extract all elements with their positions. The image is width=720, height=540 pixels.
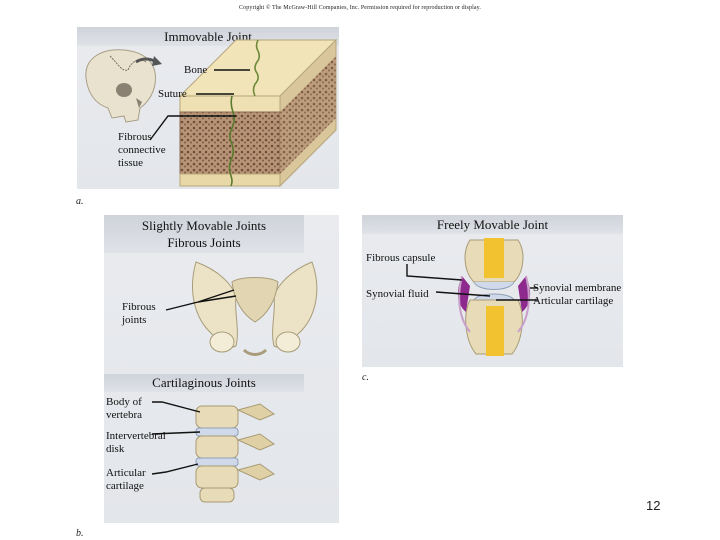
synovial-fluid-label: Synovial fluid — [366, 288, 429, 300]
panel-c-letter: c. — [362, 372, 369, 383]
vertebrae-illustration — [195, 403, 276, 503]
body-of-vertebra-leader — [152, 401, 201, 413]
suture-label: Suture — [158, 88, 187, 100]
articular-cartilage-label-b: Articular cartilage — [106, 467, 146, 492]
intervertebral-disk-leader — [151, 431, 201, 435]
fibrous-joints-leader — [165, 289, 237, 311]
fibrous-capsule-leader — [406, 264, 463, 281]
synovial-membrane-label: Synovial membrane — [533, 282, 622, 294]
fibrous-capsule-label: Fibrous capsule — [366, 252, 436, 264]
articular-cartilage-label-c: Articular cartilage — [533, 295, 614, 307]
magnify-arrowhead — [152, 56, 162, 66]
synovial-joint-illustration — [457, 238, 531, 356]
bone-label: Bone — [184, 64, 208, 76]
copyright-notice: Copyright © The McGraw-Hill Companies, I… — [239, 5, 481, 11]
bone-block — [178, 38, 338, 188]
slightly-movable-title: Slightly Movable Joints Fibrous Joints — [104, 215, 304, 253]
panel-b-letter: b. — [76, 528, 84, 539]
fibrous-tissue-label: Fibrous connective tissue — [118, 131, 166, 169]
skull-illustration — [85, 49, 156, 123]
freely-movable-title: Freely Movable Joint — [362, 215, 623, 234]
pelvis-illustration — [192, 261, 318, 356]
intervertebral-disk-label: Intervertebral disk — [106, 430, 166, 455]
synovial-fluid-leader — [435, 291, 491, 297]
cartilaginous-joints-title: Cartilaginous Joints — [104, 374, 304, 392]
fibrous-tissue-leader — [149, 115, 236, 141]
panel-a-letter: a. — [76, 196, 84, 207]
page-number: 12 — [646, 498, 661, 513]
body-of-vertebra-label: Body of vertebra — [106, 396, 143, 421]
articular-cartilage-leader-b — [151, 463, 199, 475]
fibrous-joints-label: Fibrous joints — [122, 301, 156, 326]
